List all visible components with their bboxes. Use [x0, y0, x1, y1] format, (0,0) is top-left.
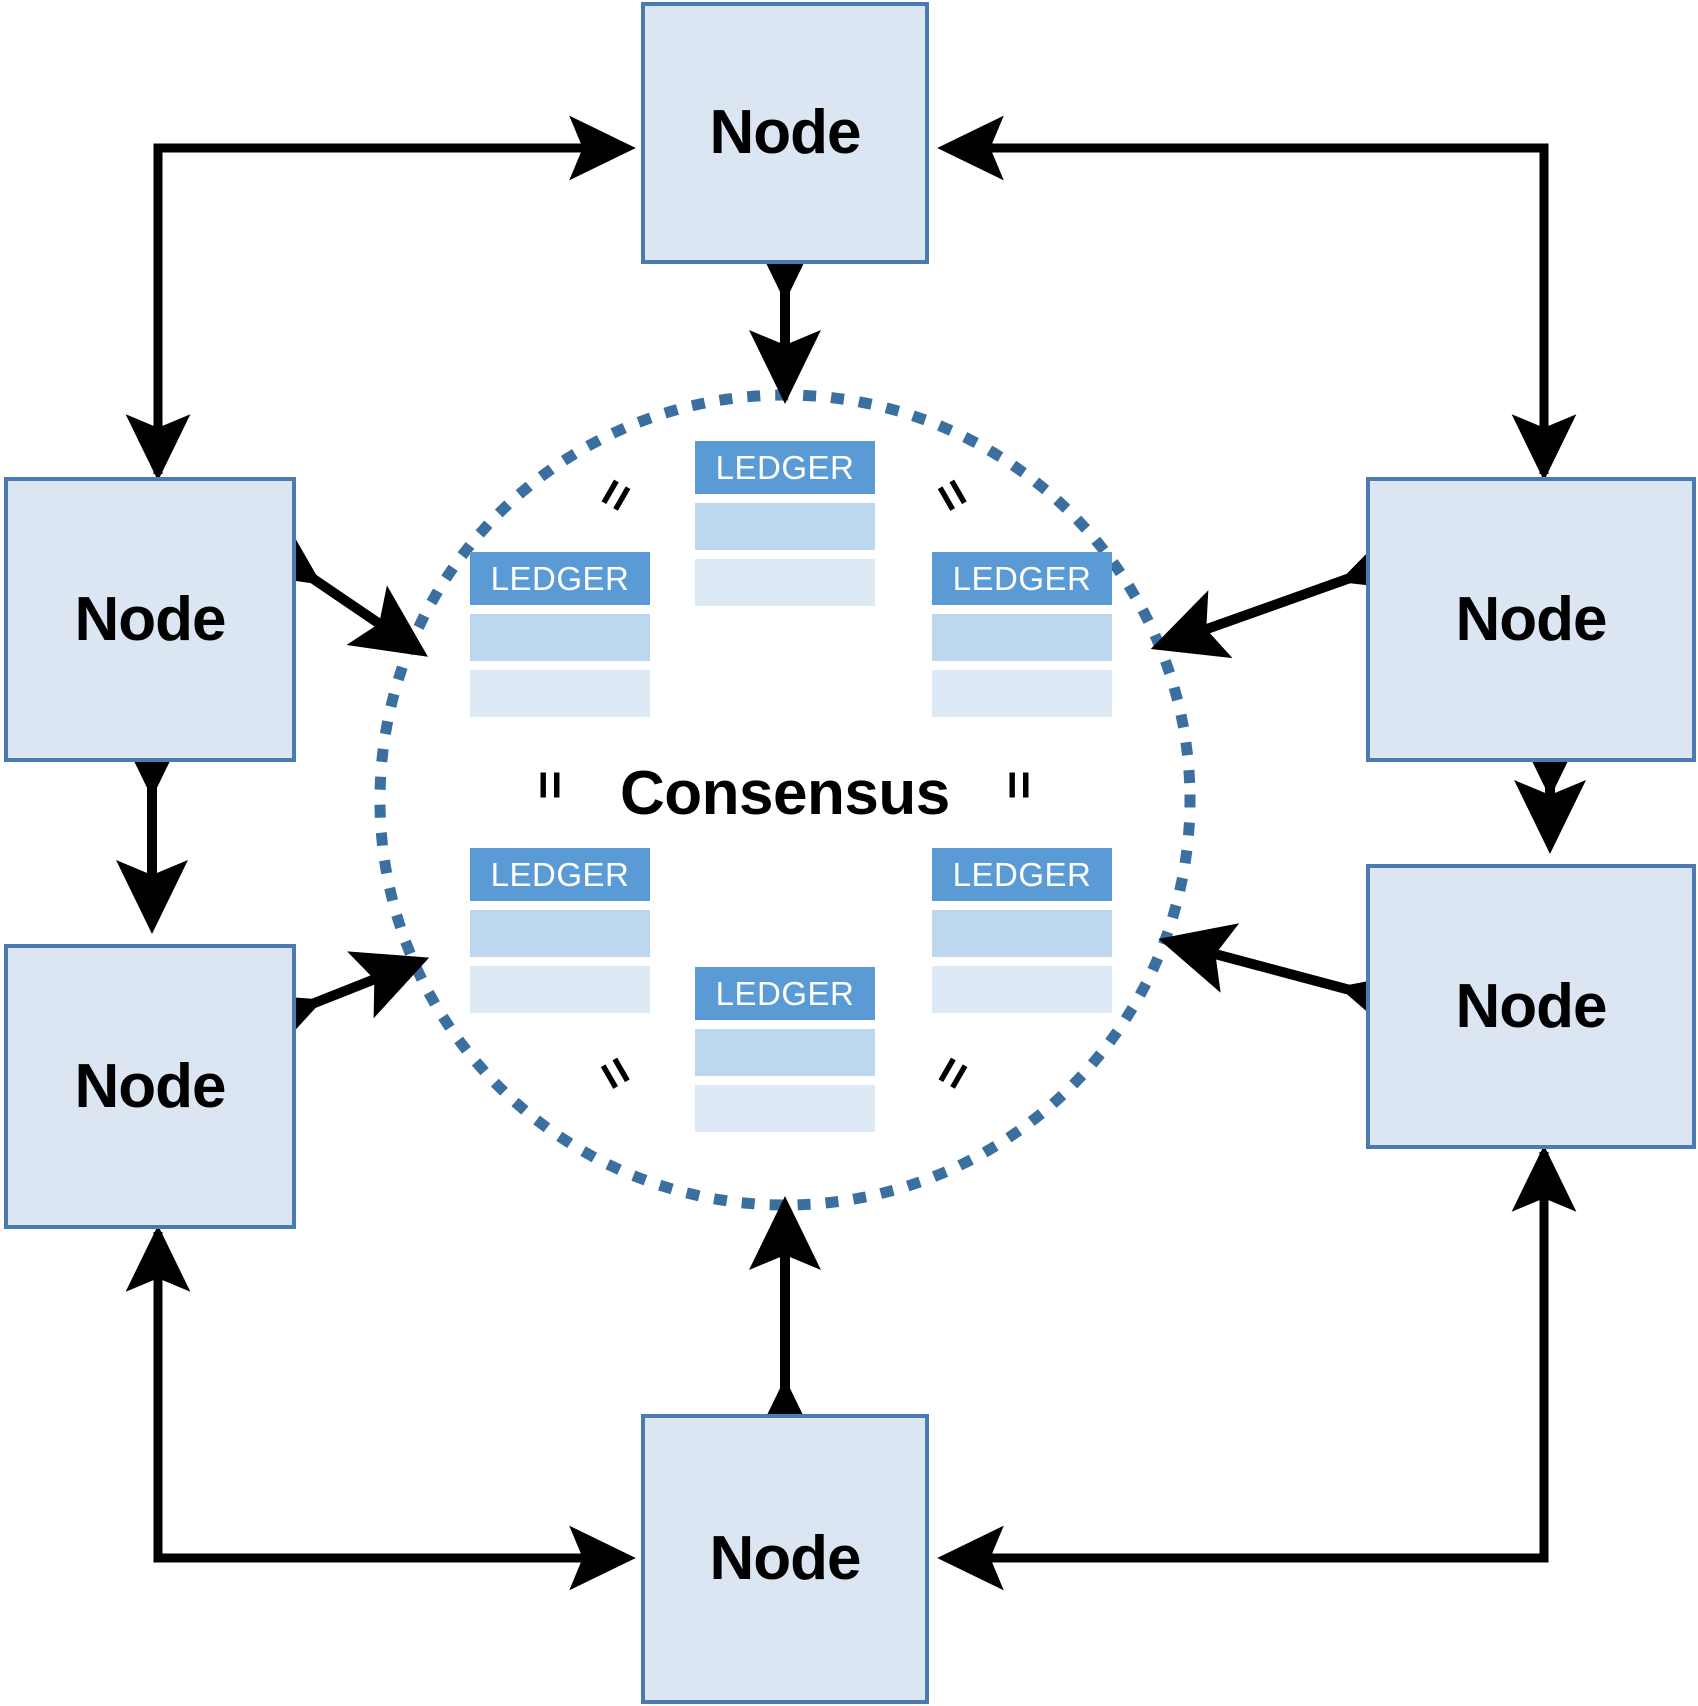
ledger-row	[470, 910, 650, 957]
ledger-header: LEDGER	[932, 848, 1112, 901]
ledger-row	[932, 614, 1112, 661]
node-box-top[interactable]: Node	[641, 2, 929, 264]
node-label: Node	[709, 1524, 862, 1593]
ledger-row	[470, 670, 650, 717]
equals-icon-mid-left: =	[522, 770, 579, 800]
node-label: Node	[1455, 971, 1608, 1041]
connector-rightupper-to-circle	[1150, 523, 1421, 659]
ledger-header: LEDGER	[470, 552, 650, 605]
node-box-bottom[interactable]: Node	[641, 1414, 929, 1704]
ledger-row	[695, 503, 875, 550]
node-label: Node	[74, 584, 227, 654]
equals-icon-mid-right: =	[991, 770, 1048, 800]
ledger-block-lower-right[interactable]: LEDGER	[932, 848, 1112, 1013]
connector-leftupper-to-circle	[240, 513, 428, 657]
node-box-right-lower[interactable]: Node	[1366, 864, 1696, 1149]
ledger-header: LEDGER	[470, 848, 650, 901]
ledger-row	[932, 910, 1112, 957]
node-box-left-upper[interactable]: Node	[4, 477, 296, 762]
ledger-header: LEDGER	[932, 552, 1112, 605]
ledger-header: LEDGER	[695, 441, 875, 494]
ledger-row	[932, 966, 1112, 1013]
connector-leftlower-to-circle	[241, 951, 430, 1061]
ledger-row	[470, 614, 650, 661]
ledger-row	[470, 966, 650, 1013]
connector-bottomright-elbow	[937, 1145, 1577, 1591]
ledger-block-upper-left[interactable]: LEDGER	[470, 552, 650, 717]
ledger-row	[695, 559, 875, 606]
connector-bottomleft-elbow	[125, 1225, 636, 1591]
ledger-row	[695, 1085, 875, 1132]
ledger-block-bottom[interactable]: LEDGER	[695, 967, 875, 1132]
ledger-header: LEDGER	[695, 967, 875, 1020]
connector-topleft-elbow	[125, 115, 636, 481]
node-label: Node	[74, 1051, 227, 1121]
node-box-left-lower[interactable]: Node	[4, 944, 296, 1229]
ledger-block-upper-right[interactable]: LEDGER	[932, 552, 1112, 717]
ledger-block-lower-left[interactable]: LEDGER	[470, 848, 650, 1013]
consensus-label: Consensus	[620, 759, 950, 828]
node-label: Node	[709, 98, 862, 167]
node-label: Node	[1455, 584, 1608, 654]
ledger-row	[695, 1029, 875, 1076]
ledger-block-top[interactable]: LEDGER	[695, 441, 875, 606]
connector-rightlower-to-circle	[1158, 923, 1420, 1041]
node-box-right-upper[interactable]: Node	[1366, 477, 1696, 762]
connector-topright-elbow	[937, 115, 1577, 481]
ledger-row	[932, 670, 1112, 717]
